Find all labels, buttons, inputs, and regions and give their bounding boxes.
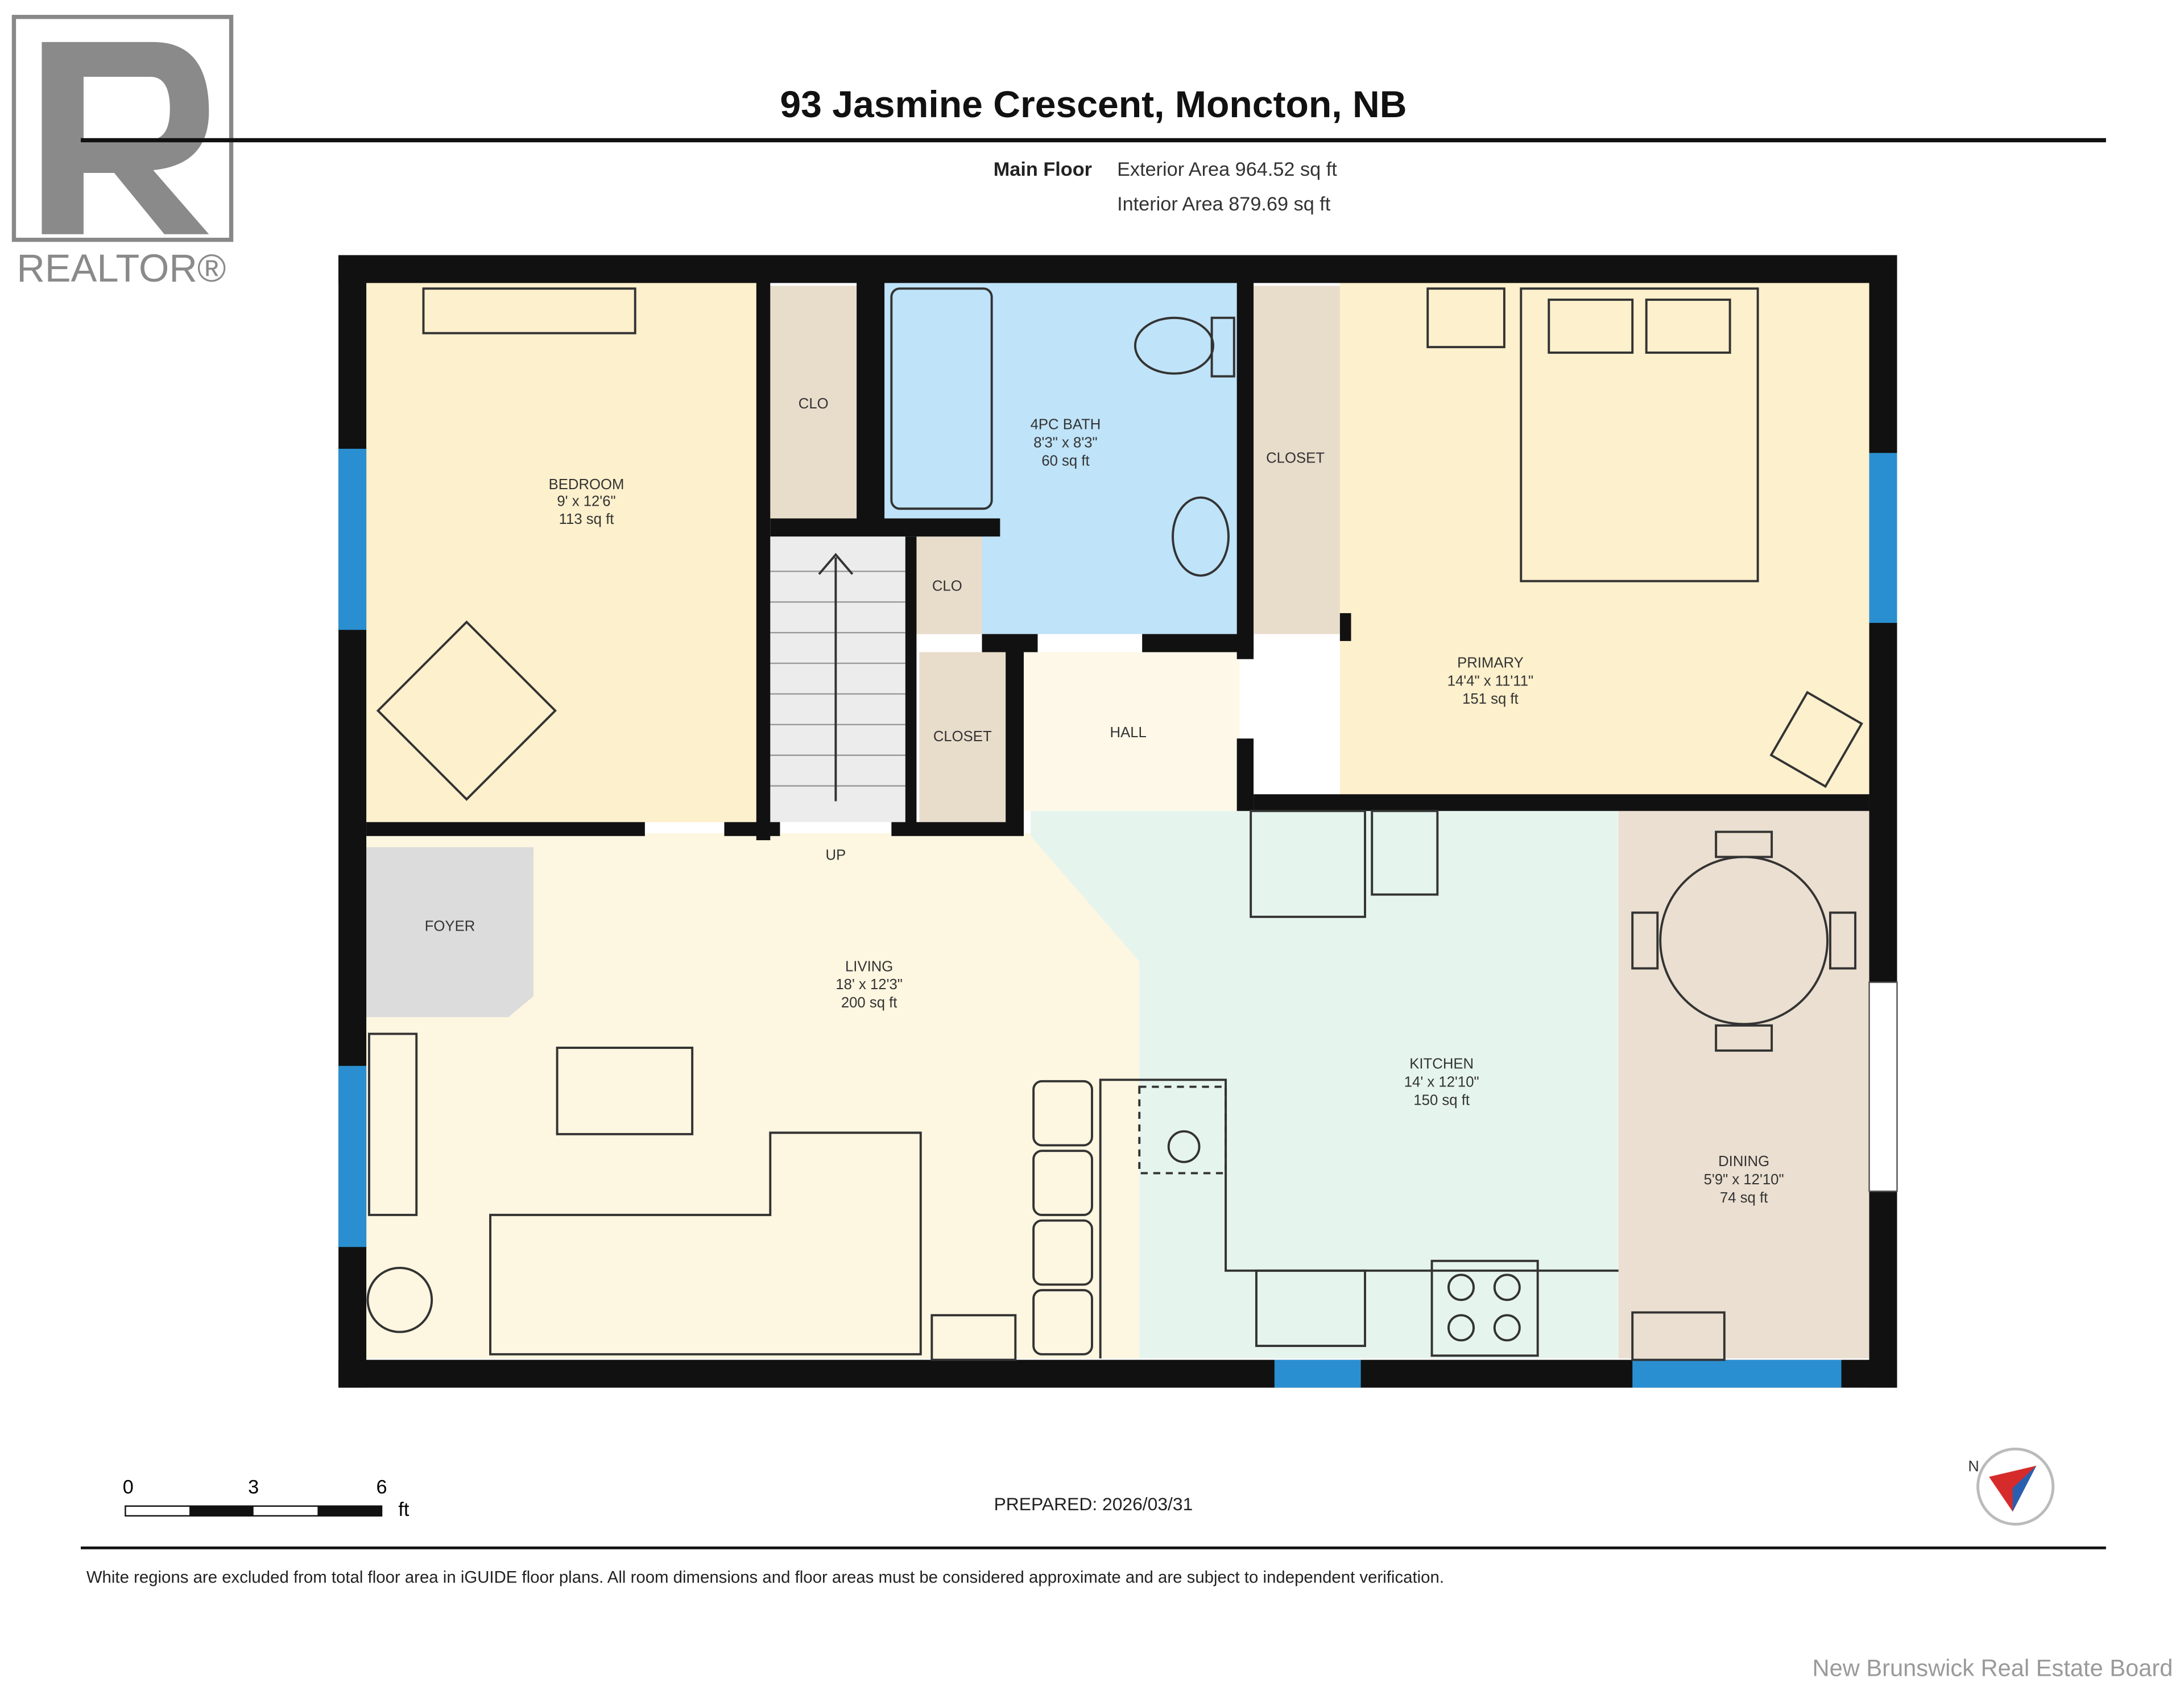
clo-2-label: CLO [932, 578, 962, 594]
closet-2-label: CLOSET [933, 729, 992, 745]
compass-north-label: N [1968, 1457, 1979, 1474]
bedroom-name: BEDROOM [549, 477, 624, 493]
prepared-date: PREPARED: 2026/03/31 [994, 1494, 1193, 1514]
bedroom-dims: 9' x 12'6" [557, 493, 615, 509]
interior-area: Interior Area 879.69 sq ft [1117, 193, 1331, 215]
bath-area: 60 sq ft [1041, 453, 1089, 469]
watermark: New Brunswick Real Estate Board [1813, 1654, 2173, 1681]
foyer-label: FOYER [425, 918, 475, 934]
primary-dims: 14'4" x 11'11" [1447, 673, 1533, 689]
dining-dims: 5'9" x 12'10" [1704, 1172, 1784, 1188]
bedroom-area: 113 sq ft [559, 511, 614, 527]
room-closet-1 [1254, 286, 1340, 634]
room-clo-2 [916, 536, 982, 634]
room-dining [1618, 811, 1869, 1359]
scale-tick-0: 0 [123, 1477, 134, 1498]
title-rule [81, 138, 2106, 143]
room-labels: BEDROOM 9' x 12'6" 113 sq ft 4PC BATH 8'… [425, 396, 1784, 1206]
stairs-up-label: UP [826, 847, 846, 863]
fixtures [366, 287, 1863, 1361]
kitchen-area: 150 sq ft [1413, 1092, 1470, 1108]
footer-rule [81, 1546, 2106, 1549]
stairs [770, 536, 905, 823]
floor-name: Main Floor [994, 159, 1092, 180]
realtor-logo: REALTOR® [11, 15, 234, 290]
dining-area: 74 sq ft [1720, 1190, 1768, 1206]
room-bedroom [366, 283, 756, 823]
patio-door [1868, 981, 1898, 1192]
exterior-area: Exterior Area 964.52 sq ft [1117, 159, 1337, 180]
living-area: 200 sq ft [841, 995, 897, 1011]
living-name: LIVING [845, 958, 893, 974]
kitchen-name: KITCHEN [1409, 1056, 1474, 1072]
room-closet-2 [919, 652, 1006, 823]
closet-1-label: CLOSET [1266, 450, 1325, 466]
bath-dims: 8'3" x 8'3" [1033, 435, 1097, 451]
room-hall [1024, 652, 1240, 811]
scale-tick-3: 3 [248, 1477, 259, 1498]
room-foyer [366, 847, 533, 1018]
room-primary [1339, 283, 1869, 795]
living-dims: 18' x 12'3" [835, 977, 903, 993]
page-title: 93 Jasmine Crescent, Moncton, NB [780, 84, 1407, 126]
compass-icon: N [1968, 1447, 2055, 1526]
realtor-logo-text: REALTOR® [16, 246, 226, 290]
kitchen-dims: 14' x 12'10" [1404, 1075, 1479, 1090]
windows [338, 448, 1897, 1388]
primary-area: 151 sq ft [1462, 691, 1519, 707]
stairs-arrow-icon [818, 553, 854, 801]
scale-bar: 0 3 6 ft [123, 1477, 410, 1520]
hall-label: HALL [1110, 725, 1147, 741]
scale-unit: ft [398, 1499, 410, 1520]
primary-name: PRIMARY [1457, 655, 1524, 671]
clo-1-label: CLO [799, 396, 829, 412]
room-kitchen [1031, 811, 1619, 1359]
scale-tick-6: 6 [376, 1477, 387, 1498]
bath-name: 4PC BATH [1031, 417, 1101, 433]
dining-name: DINING [1718, 1154, 1769, 1170]
room-clo-1 [770, 286, 857, 519]
disclaimer: White regions are excluded from total fl… [86, 1568, 1444, 1586]
